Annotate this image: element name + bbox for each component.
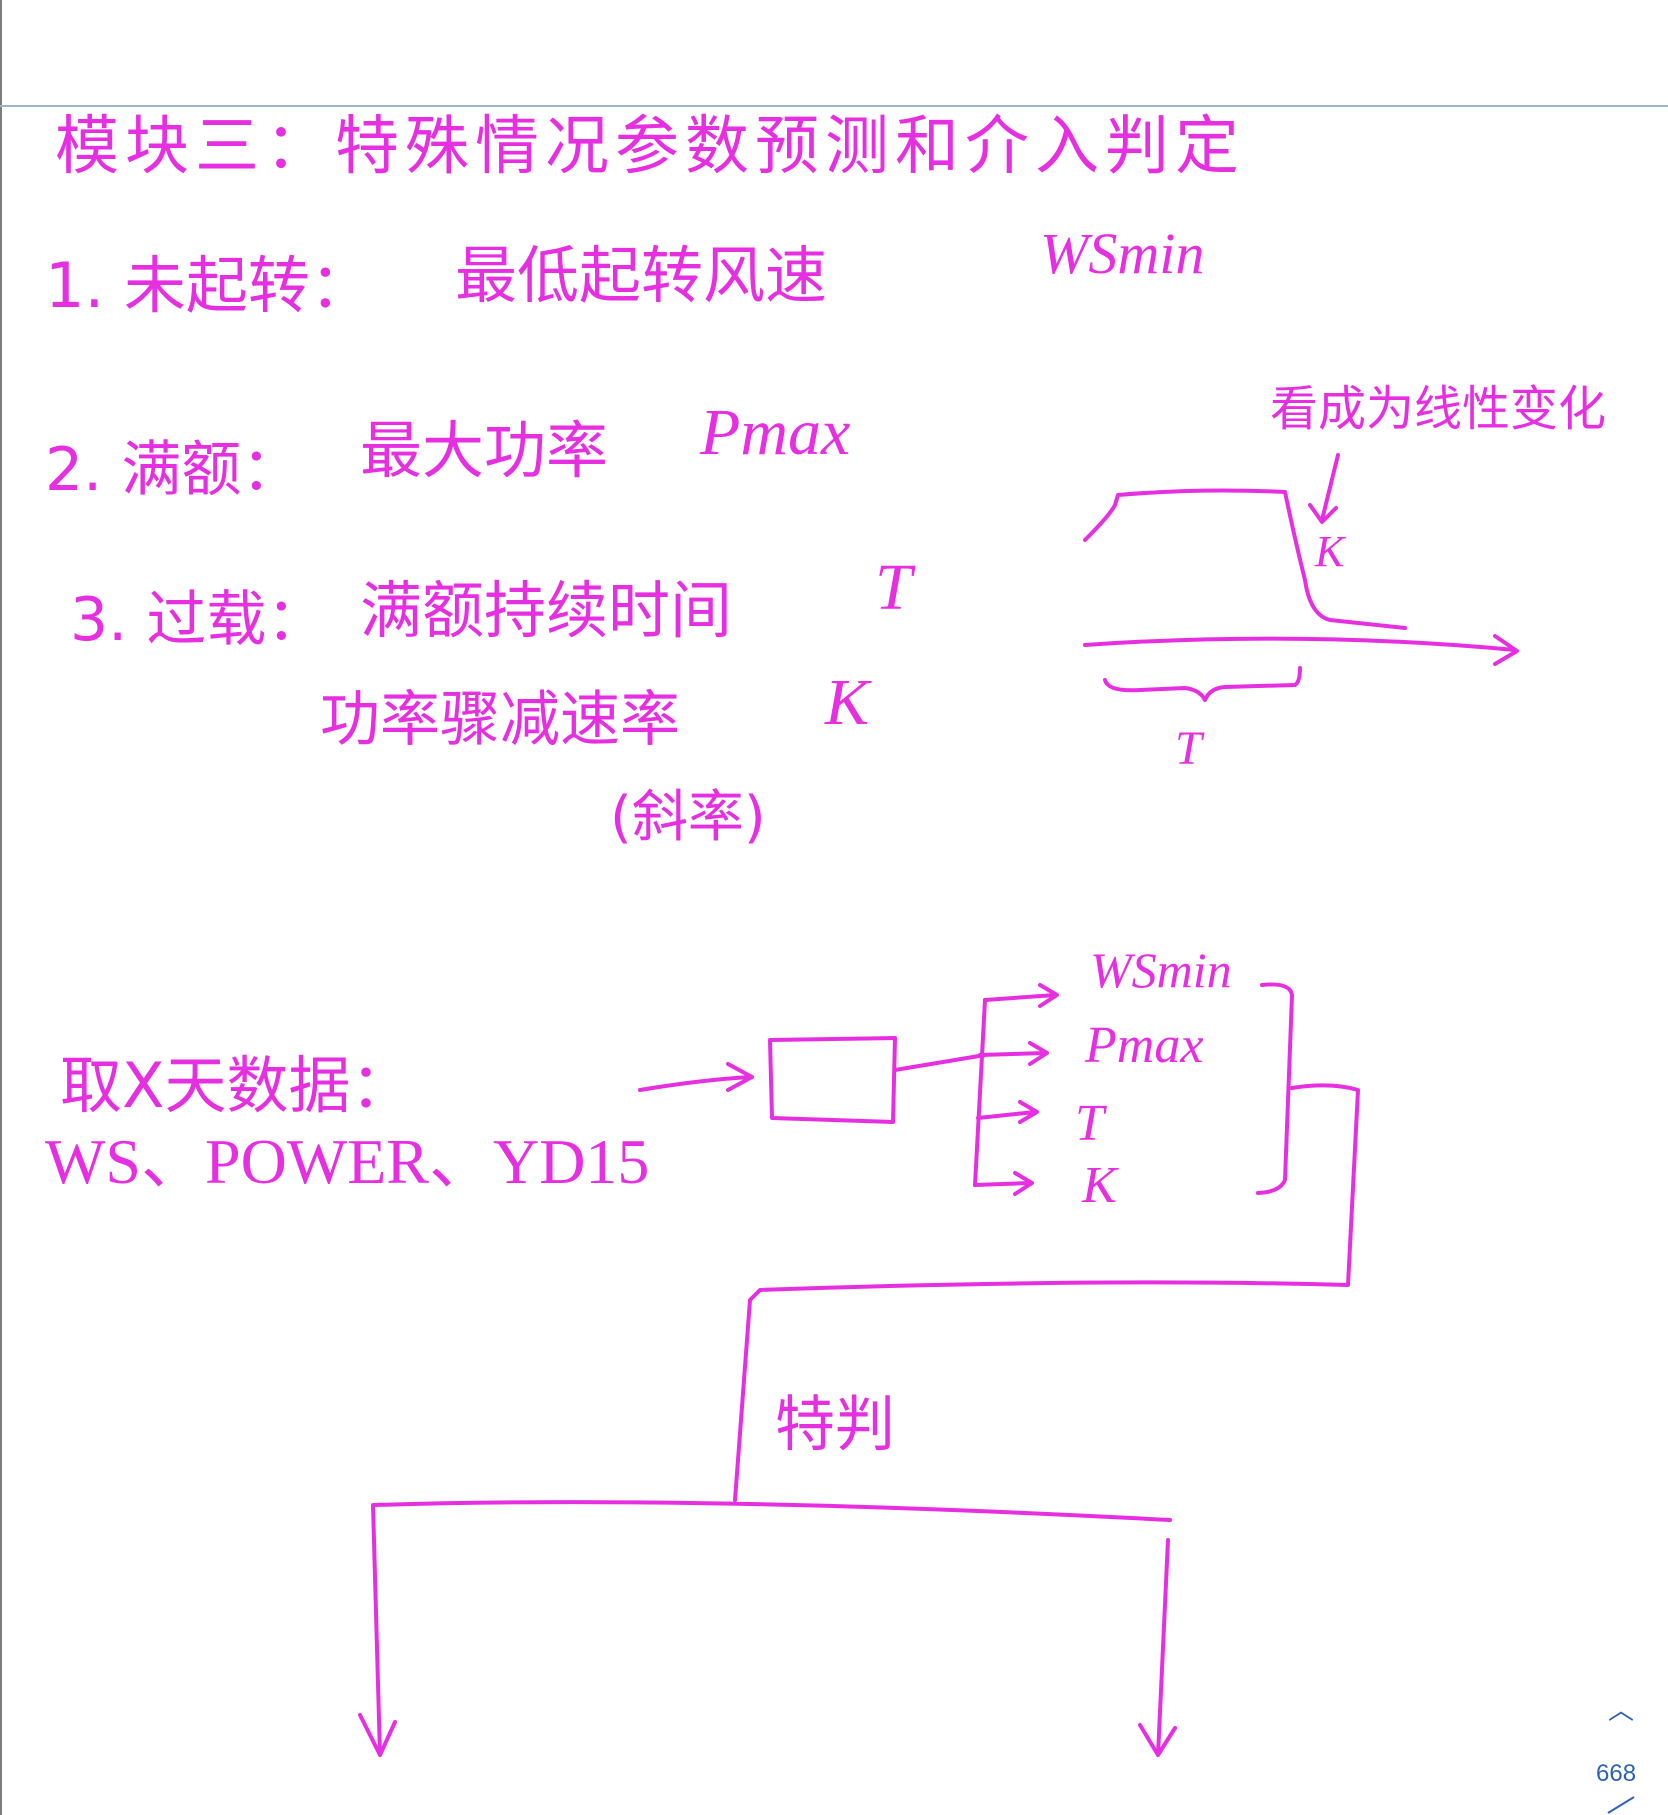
item3-label: 3. 过载： [70,585,327,655]
flow-input-line2: WS、POWER、YD15 [45,1126,650,1197]
flow-output-k: K [1082,1157,1117,1214]
fan-vertical [973,998,987,1187]
flow-output-t: T [1075,1095,1104,1152]
fan-arrow-wsmin [983,983,1059,1008]
item2-symbol: Pmax [700,396,851,469]
item1-label: 1. 未起转： [45,249,372,322]
page-navigator[interactable]: ︿ 668 [1588,1690,1654,1814]
box-to-fan [893,1053,987,1072]
right-branch [1138,1538,1177,1757]
page-number: 668 [1596,1760,1637,1787]
input-arrow [638,1062,754,1092]
merge-line [733,1083,1360,1502]
curve-t-label: T [1175,722,1202,775]
slash-icon [1607,1796,1635,1814]
item3b-symbol: K [825,666,870,739]
fan-arrow-pmax [978,1041,1049,1066]
flow-output-pmax: Pmax [1085,1017,1204,1074]
annotation-arrow [1308,453,1340,524]
output-bracket [1256,982,1294,1195]
item1-text: 最低起转风速 [455,239,828,312]
item2-label: 2. 满额： [45,435,302,505]
time-axis [1083,634,1519,666]
item1-symbol: WSmin [1040,221,1205,286]
t-brace [1103,666,1302,702]
item3-symbol: T [875,551,912,624]
split-line [373,1500,1172,1522]
flow-judge-label: 特判 [775,1390,895,1460]
fan-arrow-t [976,1100,1039,1124]
curve-k-label: K [1315,527,1345,576]
model-box [768,1036,897,1124]
flow-input-line1: 取X天数据： [60,1049,413,1122]
item3-text: 满额持续时间 [360,574,733,647]
ruled-line [0,105,1668,107]
left-branch [358,1503,397,1757]
curve-annotation: 看成为线性变化 [1270,381,1607,437]
item2-text: 最大功率 [360,414,609,487]
power-curve [1083,488,1407,630]
item3b-note: (斜率) [610,785,766,850]
flow-output-wsmin: WSmin [1090,942,1232,998]
fan-arrow-k [973,1171,1034,1196]
item3b-text: 功率骤减速率 [320,685,680,755]
chevron-up-icon[interactable]: ︿ [1608,1696,1635,1726]
notes-title: 模块三：特殊情况参数预测和介入判定 [55,110,1245,184]
page-left-edge [0,0,2,1815]
